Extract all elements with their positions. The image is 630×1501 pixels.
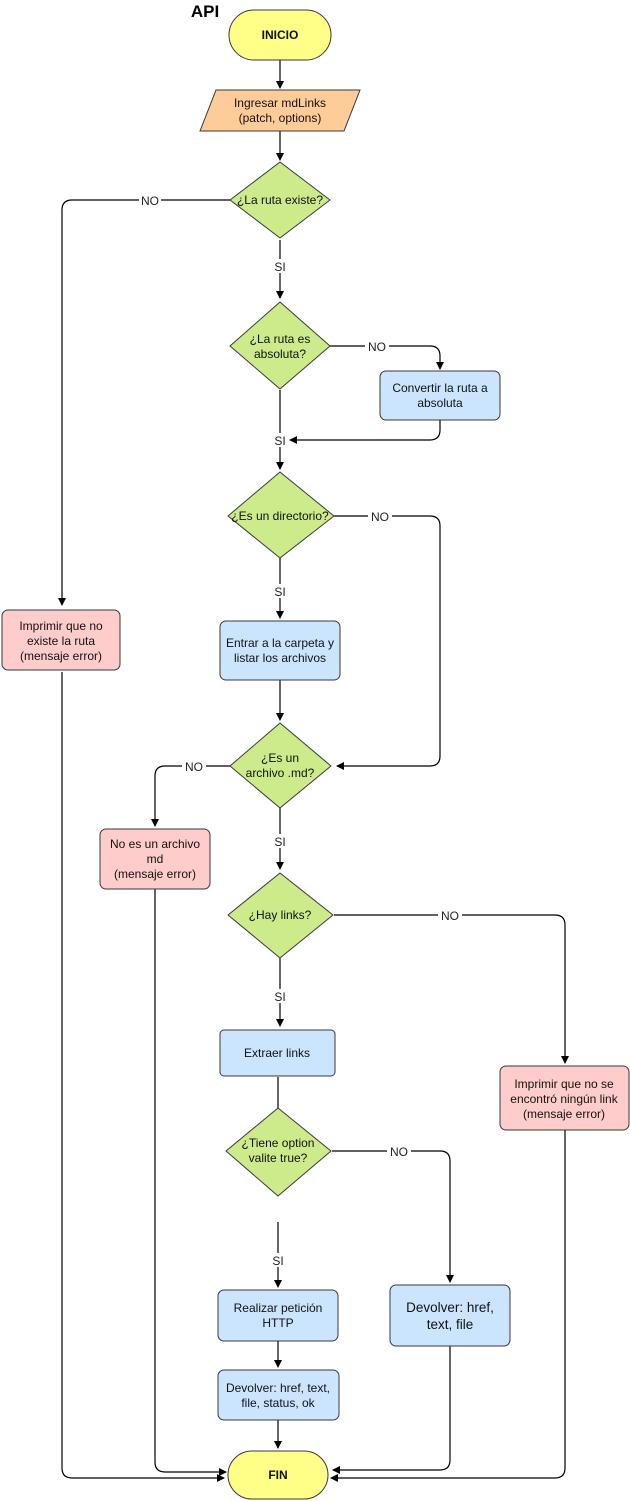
error-no-existe-line-3: (mensaje error) bbox=[20, 649, 102, 663]
start-terminal: INICIO bbox=[228, 9, 332, 61]
process-devolver-full-line-2: file, status, ok bbox=[241, 1396, 315, 1410]
decision-option-validate-shape: ¿Tiene option valite true? bbox=[225, 1107, 332, 1197]
process-entrar-carpeta: Entrar a la carpeta y listar los archivo… bbox=[219, 620, 341, 681]
edge-es-directorio-no bbox=[334, 515, 441, 770]
process-extraer-links: Extraer links bbox=[219, 1029, 336, 1077]
edge-labels: NO SI NO SI NO SI NO SI NO SI NO SI bbox=[139, 193, 462, 1268]
edge-devolver-basic-fin bbox=[332, 1346, 451, 1474]
label-si-hay-links: SI bbox=[274, 990, 285, 1004]
input-mdlinks-line-2: (patch, options) bbox=[239, 111, 322, 125]
process-entrar-carpeta-line-1: Entrar a la carpeta y bbox=[226, 636, 334, 650]
decision-es-md-line-1: ¿Es un bbox=[261, 751, 299, 765]
decision-ruta-absoluta-line-1: ¿La ruta es bbox=[250, 332, 311, 346]
process-convertir-line-2: absoluta bbox=[417, 396, 463, 410]
edge-ruta-existe-no bbox=[58, 199, 230, 606]
error-no-existe: Imprimir que no existe la ruta (mensaje … bbox=[1, 609, 121, 671]
edge-no-links-fin bbox=[330, 1130, 566, 1482]
label-si-option: SI bbox=[272, 1254, 283, 1268]
label-no-ruta-existe: NO bbox=[141, 194, 159, 208]
label-no-hay-links: NO bbox=[441, 909, 459, 923]
error-no-md: No es un archivo md (mensaje error) bbox=[99, 828, 211, 890]
decision-hay-links-label: ¿Hay links? bbox=[249, 908, 312, 922]
decision-ruta-existe-label: ¿La ruta existe? bbox=[237, 193, 323, 207]
error-no-md-line-3: (mensaje error) bbox=[114, 867, 196, 881]
edge-option-no bbox=[332, 1150, 454, 1283]
label-si-es-directorio: SI bbox=[274, 585, 285, 599]
decision-ruta-absoluta-line-2: absoluta? bbox=[254, 347, 306, 361]
input-mdlinks-line-1: Ingresar mdLinks bbox=[234, 96, 326, 110]
label-si-ruta-existe: SI bbox=[274, 260, 285, 274]
process-devolver-basic-line-2: text, file bbox=[427, 1317, 474, 1332]
error-no-links-line-3: (mensaje error) bbox=[523, 1107, 605, 1121]
label-no-option: NO bbox=[390, 1145, 408, 1159]
decision-hay-links: ¿Hay links? bbox=[227, 872, 334, 959]
label-si-es-md: SI bbox=[274, 835, 285, 849]
start-label: INICIO bbox=[262, 28, 299, 42]
error-no-existe-line-2: existe la ruta bbox=[27, 634, 95, 648]
process-devolver-basic-line-1: Devolver: href, bbox=[406, 1300, 494, 1315]
decision-es-md: ¿Es un archivo .md? bbox=[229, 722, 332, 809]
end-label: FIN bbox=[268, 1468, 287, 1482]
process-devolver-basic: Devolver: href, text, file bbox=[389, 1284, 511, 1347]
process-devolver-full-line-1: Devolver: href, text, bbox=[226, 1381, 330, 1395]
process-devolver-full: Devolver: href, text, file, status, ok bbox=[217, 1369, 340, 1421]
process-entrar-carpeta-line-2: listar los archivos bbox=[234, 651, 326, 665]
decision-es-md-line-2: archivo .md? bbox=[246, 766, 315, 780]
process-convertir-line-1: Convertir la ruta a bbox=[392, 381, 488, 395]
label-si-ruta-absoluta: SI bbox=[274, 434, 285, 448]
process-extraer-links-label: Extraer links bbox=[244, 1046, 310, 1060]
label-no-ruta-absoluta: NO bbox=[368, 340, 386, 354]
edge-convertir-merge bbox=[289, 420, 441, 444]
process-peticion-http: Realizar petición HTTP bbox=[217, 1289, 339, 1342]
error-no-links-line-2: encontró ningún link bbox=[510, 1092, 618, 1106]
decision-option-validate-line-1: ¿Tiene option bbox=[242, 1136, 315, 1150]
input-mdlinks: Ingresar mdLinks (patch, options) bbox=[199, 89, 361, 132]
error-no-existe-line-1: Imprimir que no bbox=[19, 619, 103, 633]
error-no-links-line-1: Imprimir que no se bbox=[514, 1077, 614, 1091]
error-no-md-line-1: No es un archivo bbox=[110, 837, 200, 851]
decision-ruta-absoluta: ¿La ruta es absoluta? bbox=[229, 301, 331, 390]
decision-ruta-existe: ¿La ruta existe? bbox=[229, 161, 331, 239]
decision-es-directorio-label: ¿Es un directorio? bbox=[231, 509, 329, 523]
end-terminal: FIN bbox=[227, 1450, 329, 1500]
edge-ruta-absoluta-no bbox=[330, 345, 444, 370]
process-peticion-http-line-1: Realizar petición bbox=[234, 1301, 323, 1315]
edge-hay-links-no bbox=[334, 914, 569, 1064]
edge-no-md-fin bbox=[154, 889, 227, 1476]
diagram-title: API bbox=[191, 2, 219, 21]
decision-option-validate-line-2: valite true? bbox=[249, 1151, 308, 1165]
edge-no-existe-fin bbox=[61, 672, 225, 1482]
error-no-md-line-2: md bbox=[147, 852, 164, 866]
process-peticion-http-line-2: HTTP bbox=[262, 1316, 293, 1330]
edge-es-md-no bbox=[151, 765, 230, 827]
process-convertir: Convertir la ruta a absoluta bbox=[379, 370, 501, 421]
label-no-es-directorio: NO bbox=[371, 510, 389, 524]
error-no-links: Imprimir que no se encontró ningún link … bbox=[499, 1065, 630, 1131]
label-no-es-md: NO bbox=[185, 760, 203, 774]
decision-es-directorio: ¿Es un directorio? bbox=[227, 471, 335, 559]
